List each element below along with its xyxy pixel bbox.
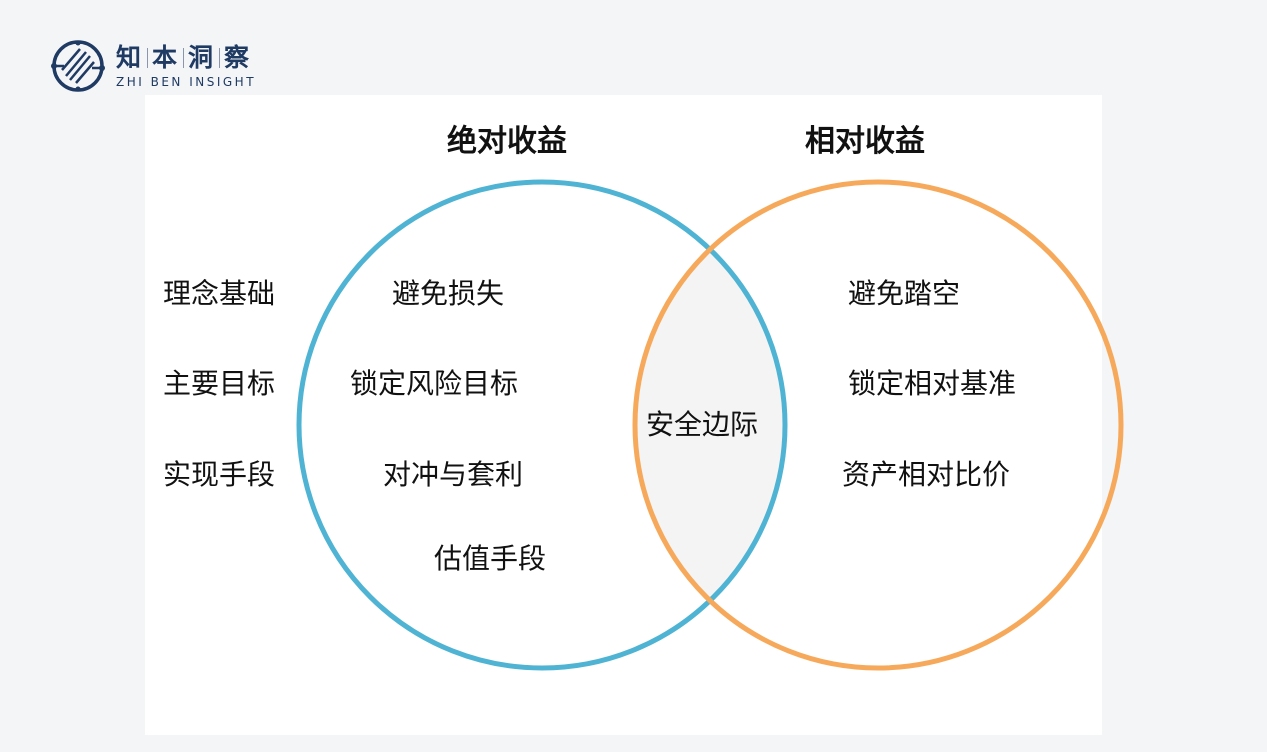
relative-return-circle [632, 179, 1124, 671]
diagram-panel [145, 95, 1102, 735]
absolute-return-title: 绝对收益 [447, 124, 567, 159]
overlap-label: 安全边际 [646, 408, 759, 441]
row-label: 理念基础 [163, 277, 276, 310]
absolute-item: 对冲与套利 [383, 458, 524, 491]
row-label: 实现手段 [163, 458, 276, 491]
relative-item: 资产相对比价 [842, 458, 1011, 491]
logo-name-en: ZHI BEN INSIGHT [116, 74, 257, 89]
logo-name-cn: 知本洞察 [116, 42, 252, 72]
absolute-return-circle [296, 179, 788, 671]
relative-item: 锁定相对基准 [848, 367, 1017, 400]
absolute-item: 锁定风险目标 [350, 367, 519, 400]
logo-icon [51, 40, 105, 92]
relative-return-title: 相对收益 [805, 124, 925, 159]
logo: 知本洞察 ZHI BEN INSIGHT [50, 38, 256, 94]
absolute-item: 避免损失 [392, 277, 505, 310]
row-label: 主要目标 [163, 367, 276, 400]
relative-item: 避免踏空 [848, 277, 961, 310]
absolute-item: 估值手段 [434, 542, 547, 575]
